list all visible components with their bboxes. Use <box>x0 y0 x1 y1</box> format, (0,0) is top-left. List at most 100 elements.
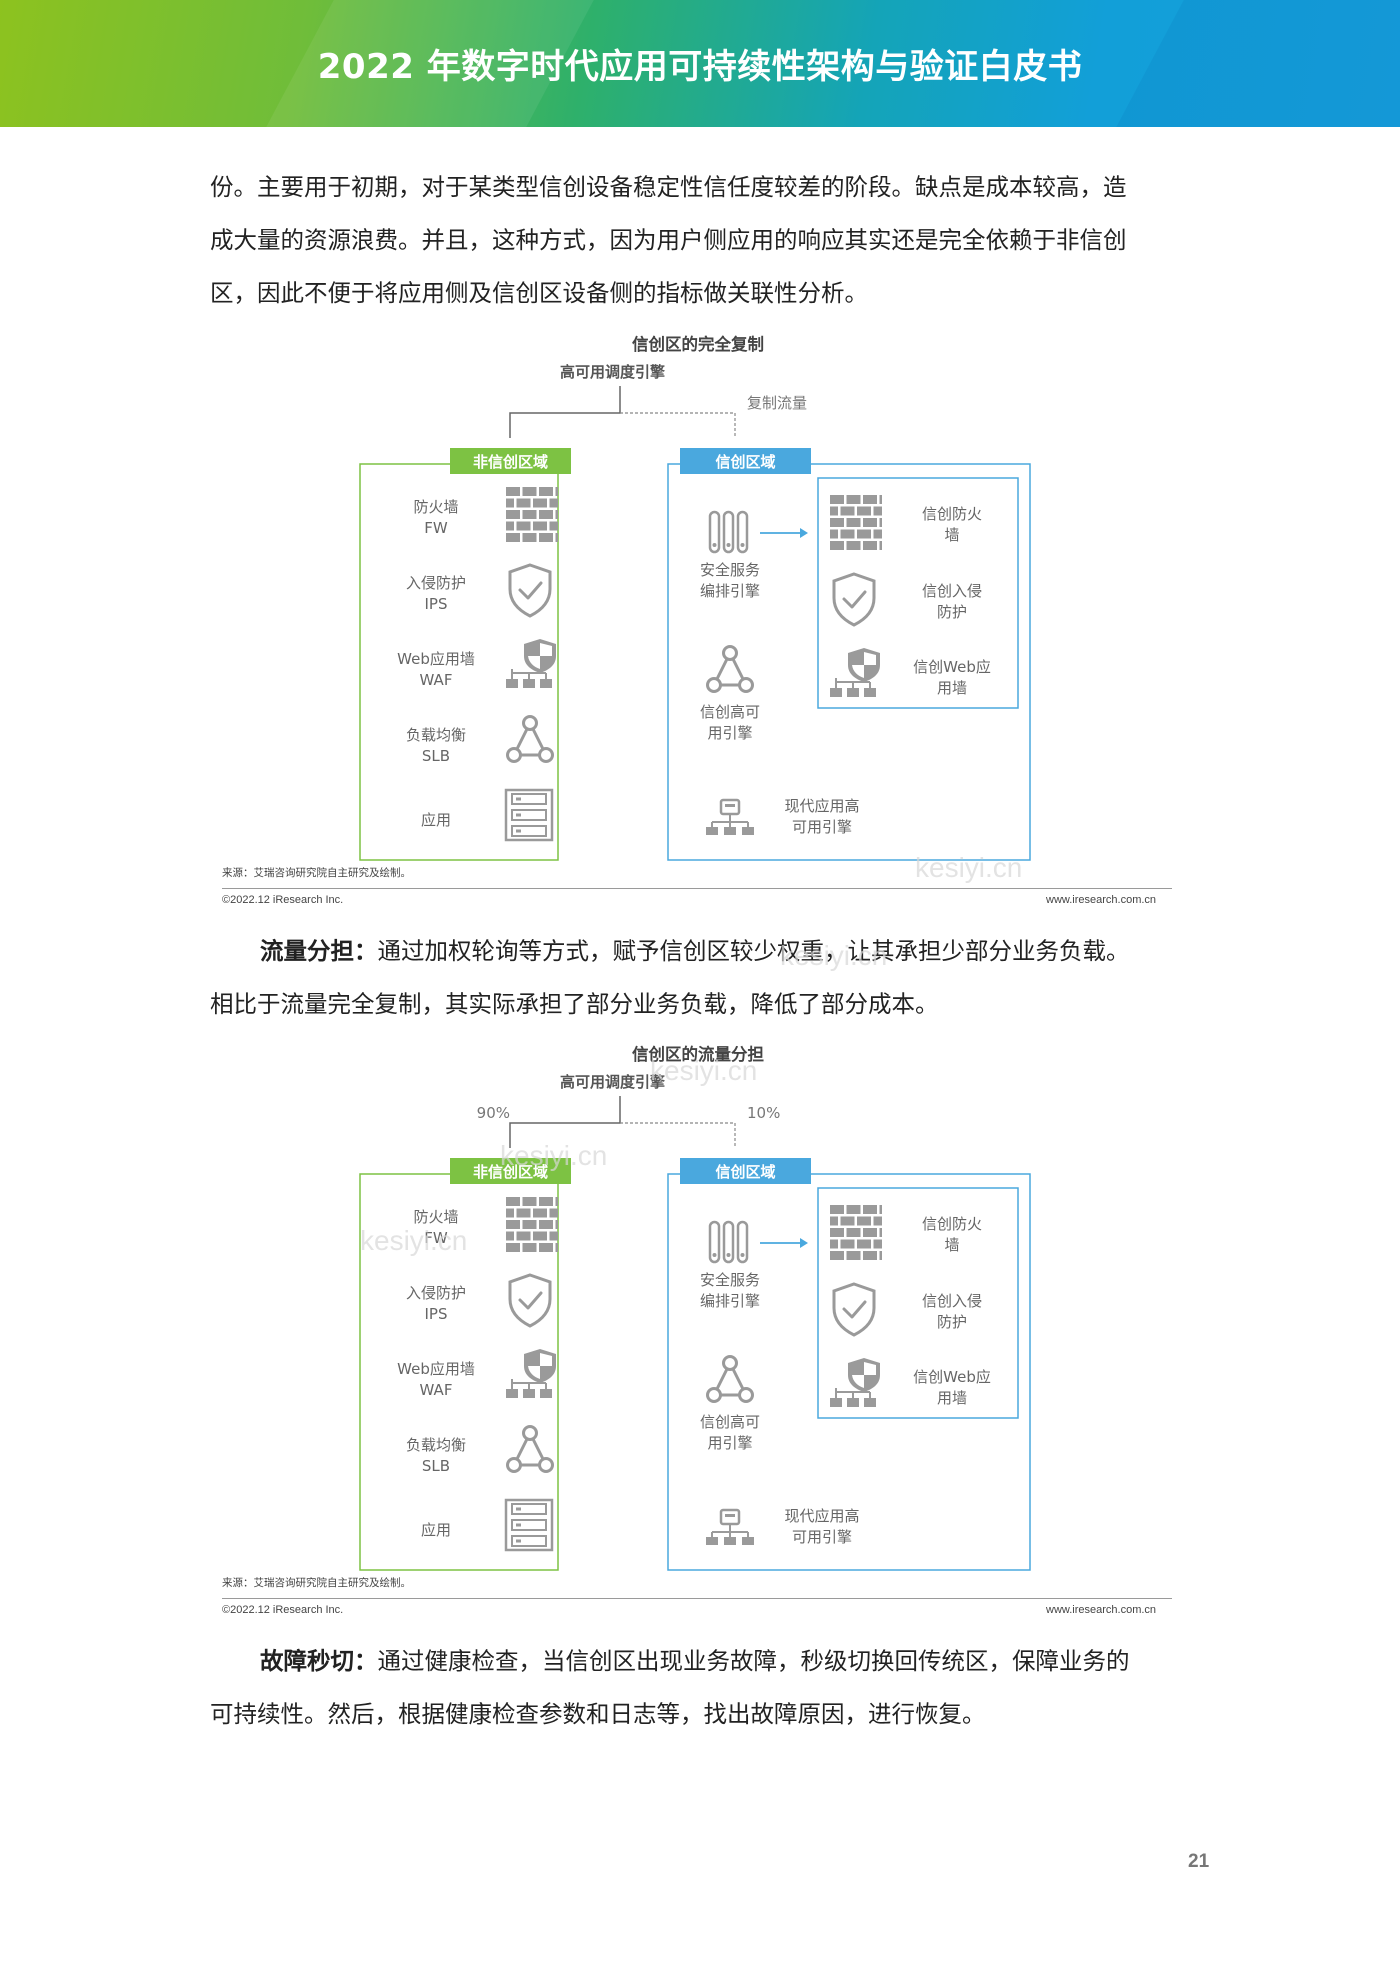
server-rack-icon <box>504 1498 554 1552</box>
waf-network-icon <box>830 648 880 697</box>
xinchuang-zone-header <box>680 1158 811 1184</box>
scheduling-engine-label: 高可用调度引擎 <box>560 1073 665 1091</box>
device-label: 防火墙 <box>413 498 458 516</box>
device-label: Web应用墙 <box>397 650 475 668</box>
device-label: 应用 <box>421 1521 451 1539</box>
text-line: 相比于流量完全复制，其实际承担了部分业务负载，降低了部分成本。 <box>210 990 939 1018</box>
zone-label: 信创区域 <box>715 1163 775 1181</box>
source-url: www.iresearch.com.cn <box>1046 1604 1157 1616</box>
divider <box>222 888 1172 889</box>
orchestration-engine-icon <box>708 1220 749 1264</box>
firewall-icon <box>830 1205 882 1260</box>
figure-title: 信创区的流量分担 <box>632 1044 765 1064</box>
text-line: 流量分担：通过加权轮询等方式，赋予信创区较少权重，让其承担少部分业务负载。 <box>260 937 1130 965</box>
waf-network-icon <box>830 1358 880 1407</box>
engine-label: 安全服务 <box>700 1271 760 1289</box>
load-balancer-icon <box>506 1425 554 1473</box>
device-label: SLB <box>422 1457 450 1475</box>
page-header: 2022 年数字时代应用可持续性架构与验证白皮书 <box>0 0 1400 127</box>
engine-label: 用引擎 <box>707 1434 752 1452</box>
connector-left <box>509 386 621 438</box>
device-label: 防护 <box>937 1313 967 1331</box>
text-line: 可持续性。然后，根据健康检查参数和日志等，找出故障原因，进行恢复。 <box>210 1700 986 1728</box>
device-label: 入侵防护 <box>406 574 466 592</box>
left-flow-label: 90% <box>477 1104 510 1122</box>
waf-network-icon <box>506 1349 556 1398</box>
zone-label: 非信创区域 <box>473 453 548 471</box>
divider <box>222 1598 1172 1599</box>
xinchuang-zone-header <box>680 448 811 474</box>
device-label: 信创入侵 <box>922 582 982 600</box>
watermark: kesiyi.cn <box>500 1140 608 1171</box>
engine-label: 现代应用高 <box>784 797 859 815</box>
text-line: 故障秒切：通过健康检查，当信创区出现业务故障，秒级切换回传统区，保障业务的 <box>260 1647 1130 1675</box>
device-label: IPS <box>425 1305 448 1323</box>
document-title: 2022 年数字时代应用可持续性架构与验证白皮书 <box>317 47 1083 87</box>
load-balancer-icon <box>706 1355 754 1403</box>
orchestration-engine-icon <box>708 510 749 554</box>
device-label: 信创Web应 <box>913 658 991 676</box>
scheduling-engine-label: 高可用调度引擎 <box>560 363 665 381</box>
copyright-text: ©2022.12 iResearch Inc. <box>222 1604 344 1616</box>
arrow-head <box>800 1238 808 1248</box>
engine-label: 信创高可 <box>700 1413 760 1431</box>
firewall-icon <box>830 495 882 550</box>
watermark: kesiyi.cn <box>780 940 888 971</box>
text-line: 成大量的资源浪费。并且，这种方式，因为用户侧应用的响应其实还是完全依赖于非信创 <box>210 226 1127 254</box>
device-label: 用墙 <box>937 679 967 697</box>
device-label: 信创入侵 <box>922 1292 982 1310</box>
arrow-head <box>800 528 808 538</box>
load-balancer-icon <box>706 645 754 693</box>
engine-label: 可用引擎 <box>792 1528 852 1546</box>
non-xinchuang-zone-header <box>450 448 571 474</box>
network-hierarchy-icon <box>706 1508 754 1545</box>
right-flow-label: 10% <box>747 1104 780 1122</box>
figure-source-note: 来源：艾瑞咨询研究院自主研究及绘制。 <box>222 1577 411 1589</box>
paragraph-lead: 流量分担： <box>260 937 378 965</box>
load-balancer-icon <box>506 715 554 763</box>
device-label: 信创Web应 <box>913 1368 991 1386</box>
device-label: WAF <box>420 1381 453 1399</box>
shield-check-icon <box>832 572 876 627</box>
paragraph-lead: 故障秒切： <box>260 1647 378 1675</box>
zone-label: 非信创区域 <box>473 1163 548 1181</box>
watermark: kesiyi.cn <box>915 852 1023 883</box>
page-number: 21 <box>1188 1851 1210 1872</box>
device-label: 信创防火 <box>922 1215 982 1233</box>
connector-left <box>509 1096 621 1148</box>
connector-right <box>620 1122 736 1148</box>
shield-check-icon <box>508 1273 552 1328</box>
diagram-full-replication: 信创区的完全复制高可用调度引擎复制流量非信创区域防火墙FW入侵防护IPSWeb应… <box>359 334 1031 861</box>
xinchuang-device-box <box>817 477 1019 709</box>
paragraph-3: 故障秒切：通过健康检查，当信创区出现业务故障，秒级切换回传统区，保障业务的 可持… <box>210 1635 1190 1741</box>
firewall-icon <box>506 1197 558 1252</box>
engine-label: 现代应用高 <box>784 1507 859 1525</box>
device-label: FW <box>424 1229 448 1247</box>
device-label: SLB <box>422 747 450 765</box>
diagram-traffic-sharing: 信创区的流量分担高可用调度引擎90%10%非信创区域防火墙FW入侵防护IPSWe… <box>359 1044 1031 1571</box>
device-label: 防护 <box>937 603 967 621</box>
engine-label: 编排引擎 <box>700 1292 760 1310</box>
engine-label: 用引擎 <box>707 724 752 742</box>
network-hierarchy-icon <box>706 798 754 835</box>
copyright-text: ©2022.12 iResearch Inc. <box>222 894 344 906</box>
firewall-icon <box>506 487 558 542</box>
engine-label: 安全服务 <box>700 561 760 579</box>
figure-title: 信创区的完全复制 <box>632 334 764 354</box>
right-flow-label: 复制流量 <box>747 394 807 412</box>
waf-network-icon <box>506 639 556 688</box>
text-line: 区，因此不便于将应用侧及信创区设备侧的指标做关联性分析。 <box>210 279 868 307</box>
device-label: 墙 <box>944 526 959 544</box>
watermark: kesiyi.cn <box>360 1225 468 1256</box>
device-label: 负载均衡 <box>406 726 466 744</box>
figure-source-note: 来源：艾瑞咨询研究院自主研究及绘制。 <box>222 867 411 879</box>
device-label: IPS <box>425 595 448 613</box>
shield-check-icon <box>832 1282 876 1337</box>
device-label: 用墙 <box>937 1389 967 1407</box>
xinchuang-zone-box <box>667 463 1031 861</box>
engine-label: 信创高可 <box>700 703 760 721</box>
engine-label: 编排引擎 <box>700 582 760 600</box>
text-line: 份。主要用于初期，对于某类型信创设备稳定性信任度较差的阶段。缺点是成本较高，造 <box>210 173 1127 201</box>
